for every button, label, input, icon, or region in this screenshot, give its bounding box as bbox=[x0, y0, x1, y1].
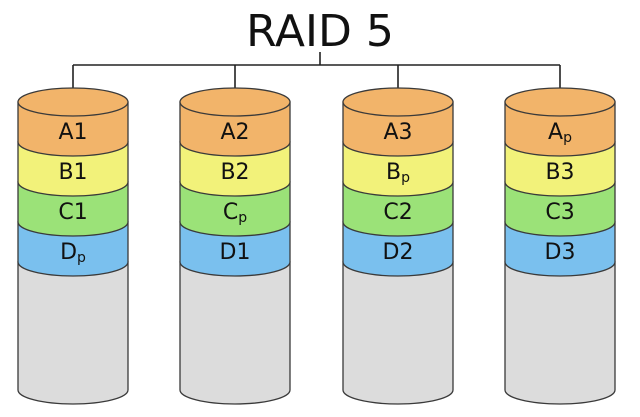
block-label: B3 bbox=[545, 160, 574, 185]
block-c bbox=[342, 181, 454, 237]
block-c bbox=[179, 181, 291, 237]
connection-lines bbox=[72, 52, 561, 102]
block-label: A3 bbox=[383, 120, 412, 145]
block-a bbox=[504, 101, 616, 157]
disk-top-cap bbox=[179, 87, 291, 117]
block-label: C3 bbox=[545, 200, 574, 225]
disk-empty-space bbox=[179, 261, 291, 405]
disk-top-cap bbox=[342, 87, 454, 117]
block-d bbox=[179, 221, 291, 277]
disk-top-cap bbox=[504, 87, 616, 117]
disk-empty-space bbox=[17, 261, 129, 405]
block-label: C2 bbox=[383, 200, 412, 225]
block-label: B2 bbox=[220, 160, 249, 185]
block-d bbox=[504, 221, 616, 277]
block-b bbox=[342, 141, 454, 197]
block-label: Cp bbox=[223, 200, 247, 226]
block-b bbox=[504, 141, 616, 197]
disk-empty-space bbox=[342, 261, 454, 405]
block-label: Ap bbox=[548, 120, 572, 146]
block-c bbox=[504, 181, 616, 237]
block-label: C1 bbox=[58, 200, 87, 225]
disk-empty-space bbox=[504, 261, 616, 405]
block-label: D1 bbox=[220, 240, 251, 265]
block-label: D3 bbox=[545, 240, 576, 265]
block-a bbox=[342, 101, 454, 157]
block-label: D2 bbox=[383, 240, 414, 265]
block-label: B1 bbox=[58, 160, 87, 185]
block-b bbox=[179, 141, 291, 197]
block-label: Bp bbox=[386, 160, 410, 186]
block-b bbox=[17, 141, 129, 197]
diagram-title: RAID 5 bbox=[246, 6, 394, 57]
block-c bbox=[17, 181, 129, 237]
block-label: Dp bbox=[60, 240, 86, 266]
block-label: A1 bbox=[58, 120, 87, 145]
block-d bbox=[17, 221, 129, 277]
disk-top-cap bbox=[17, 87, 129, 117]
block-label: A2 bbox=[220, 120, 249, 145]
block-a bbox=[17, 101, 129, 157]
block-a bbox=[179, 101, 291, 157]
block-d bbox=[342, 221, 454, 277]
